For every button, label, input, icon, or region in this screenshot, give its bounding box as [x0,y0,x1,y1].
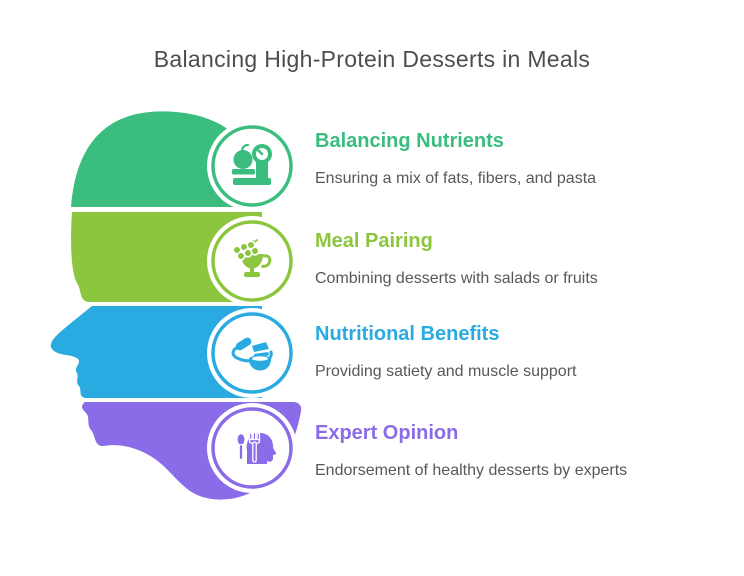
badge-ring [211,312,293,394]
head-band-nose [50,306,263,398]
icon-badge-nutritional-benefits [207,308,297,398]
kitchen-scale-with-apple-icon [232,143,272,185]
section-description: Endorsement of healthy desserts by exper… [315,462,628,479]
section-nutritional-benefits: Nutritional Benefits Providing satiety a… [315,322,715,381]
goblet-with-grapes-icon [232,239,272,277]
section-heading: Expert Opinion [315,422,459,444]
icon-badge-expert-opinion [207,403,297,493]
section-heading: Meal Pairing [315,230,433,252]
section-description: Ensuring a mix of fats, fibers, and past… [315,170,597,187]
section-heading: Balancing Nutrients [315,130,504,152]
badge-ring [211,125,293,207]
section-expert-opinion: Expert Opinion Endorsement of healthy de… [315,421,715,480]
section-heading: Nutritional Benefits [315,323,500,345]
page-title: Balancing High-Protein Desserts in Meals [153,46,591,72]
plate-with-food-and-bowl-icon [231,337,273,371]
section-description: Combining desserts with salads or fruits [315,270,598,287]
head-with-spoon-and-fork-icon [236,431,277,464]
icon-badge-meal-pairing [207,216,297,306]
section-description: Providing satiety and muscle support [315,363,577,380]
icon-badge-balancing-nutrients [207,121,297,211]
section-meal-pairing: Meal Pairing Combining desserts with sal… [315,229,715,288]
section-balancing-nutrients: Balancing Nutrients Ensuring a mix of fa… [315,129,715,188]
